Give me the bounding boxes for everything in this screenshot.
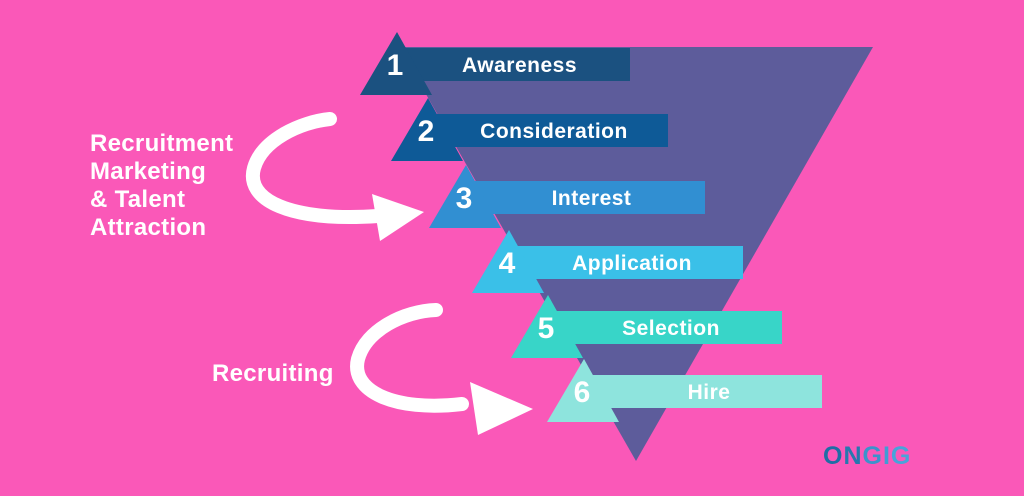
stage-3-bar [458,181,705,214]
stage-5-bar [540,311,782,344]
ongig-logo-letter: G [890,442,912,470]
ongig-logo-letter: O [823,442,844,470]
stage-2-triangle-marker [391,98,463,161]
stage-6-triangle-marker [547,359,619,422]
stage-4-number: 4 [499,247,516,280]
annotation-recruiting: Recruiting [212,360,334,387]
stage-6-number: 6 [574,376,591,409]
ongig-logo-letter: I [882,442,891,470]
ongig-logo-letter: G [862,442,883,470]
funnel-stage-3: 3 Interest [429,165,705,228]
stage-6-bar [576,375,822,408]
stage-1-triangle-marker [360,32,432,95]
arrow-curve [245,112,385,224]
stage-4-label: Application [572,252,692,275]
funnel-stage-4: 4 Application [472,230,743,293]
stage-1-number: 1 [387,49,404,82]
stage-3-triangle-marker [429,165,501,228]
arrow-head-icon [372,194,424,241]
curved-arrow-bottom [350,303,533,435]
arrow-head-icon [470,382,533,435]
funnel-stage-1: 1 Awareness [360,32,630,95]
stage-3-number: 3 [456,182,473,215]
funnel-stage-2: 2 Consideration [391,98,668,161]
stage-4-triangle-marker [472,230,544,293]
arrow-curve [350,303,469,413]
stage-2-number: 2 [418,115,435,148]
stage-5-label: Selection [622,317,720,340]
stage-2-bar [420,114,668,147]
stage-6-label: Hire [688,381,731,404]
funnel-stage-5: 5 Selection [511,295,782,358]
stage-2-label: Consideration [480,120,628,143]
stage-5-number: 5 [538,312,555,345]
stage-4-bar [501,246,743,279]
stage-1-label: Awareness [462,54,577,77]
ongig-logo: ONGIG [823,442,911,471]
stage-3-label: Interest [552,187,632,210]
curved-arrow-top [245,112,424,241]
stage-1-bar [389,48,630,81]
funnel-stage-6: 6 Hire [547,359,822,422]
annotation-recruitment-marketing-talent-attraction: Recruitment Marketing & Talent Attractio… [90,130,234,241]
stage-5-triangle-marker [511,295,583,358]
ongig-logo-letter: N [843,442,863,470]
